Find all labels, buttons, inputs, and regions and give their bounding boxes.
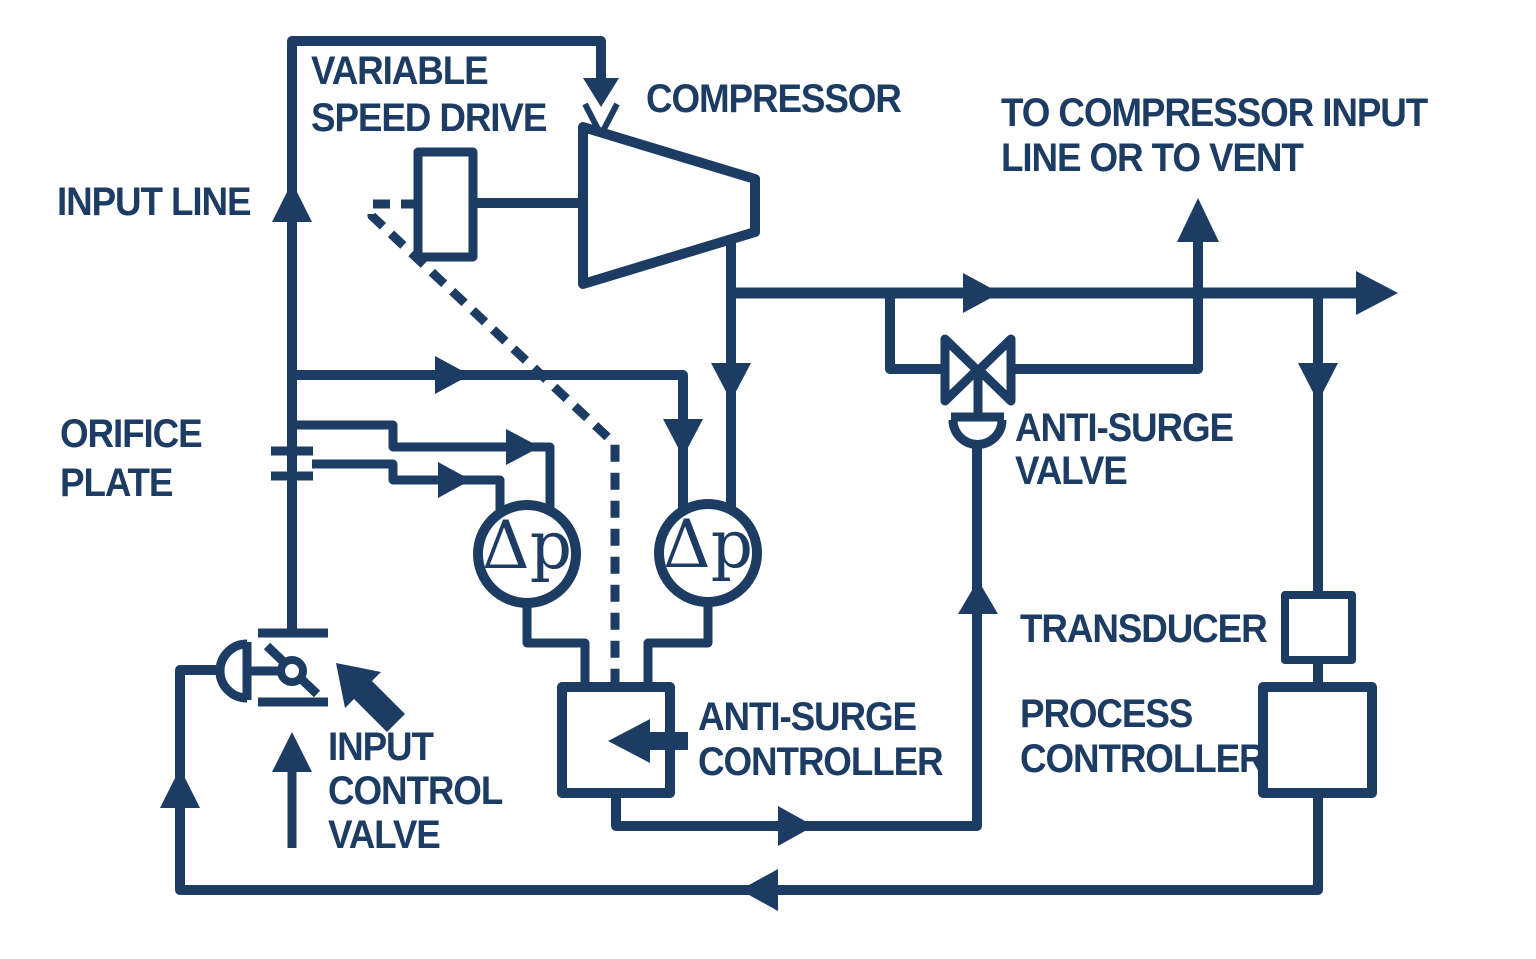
suction-tap-down-arrow xyxy=(663,419,703,457)
discharge-destination-line1: TO COMPRESSOR INPUT xyxy=(1001,91,1428,135)
process-controller-line2: CONTROLLER xyxy=(1020,737,1266,781)
controller-output-right-arrow xyxy=(778,806,814,846)
anti-surge-valve-left-triangle xyxy=(940,334,982,406)
dp-left-output-line xyxy=(522,598,590,692)
recycle-branch-line xyxy=(885,293,945,374)
dp-transmitter-right-label: Δp xyxy=(663,506,753,583)
compressor-symbol xyxy=(578,122,760,289)
recycle-return-line xyxy=(1011,240,1203,374)
valve-pointer-arrow xyxy=(336,663,405,732)
speed-signal-dashed-line xyxy=(367,199,620,687)
vsd-label-line2: SPEED DRIVE xyxy=(311,96,547,140)
anti-surge-valve-line1: ANTI-SURGE xyxy=(1015,406,1234,450)
inlet-flow-up-arrow xyxy=(272,732,312,772)
orifice-upper-tap-line xyxy=(292,420,555,513)
dp-transmitter-left-label: Δp xyxy=(482,507,572,584)
controller-input-thick-arrow xyxy=(608,719,688,763)
transducer-label: TRANSDUCER xyxy=(1020,607,1268,651)
orifice-upper-tap-arrow xyxy=(506,429,540,465)
anti-surge-controller-line1: ANTI-SURGE xyxy=(698,695,917,739)
discharge-end-arrow xyxy=(1356,271,1398,315)
suction-tap-line xyxy=(292,370,688,512)
anti-surge-valve-line2: VALVE xyxy=(1015,449,1128,493)
anti-surge-controller-line2: CONTROLLER xyxy=(698,740,944,784)
process-controller-box xyxy=(1258,682,1377,798)
anti-surge-valve-right-triangle xyxy=(974,334,1016,406)
dp-transmitter-right-circle xyxy=(654,499,762,607)
transducer-box xyxy=(1281,591,1356,664)
orifice-plate-line1: ORIFICE xyxy=(60,412,203,456)
process-controller-line1: PROCESS xyxy=(1020,692,1193,736)
input-valve-seats xyxy=(258,628,328,707)
suction-tap-arrow xyxy=(435,356,470,394)
orifice-lower-tap-arrow xyxy=(438,462,471,498)
discharge-destination-line2: LINE OR TO VENT xyxy=(1001,136,1304,180)
input-line-label: INPUT LINE xyxy=(57,180,252,224)
input-flow-up-arrow xyxy=(272,182,312,222)
feedback-left-arrow xyxy=(740,869,778,911)
input-line-pipe xyxy=(287,36,606,636)
orifice-lower-tap-line xyxy=(312,459,505,513)
vent-up-arrow xyxy=(1177,198,1219,242)
feedback-up-arrow xyxy=(160,768,200,808)
input-valve-pivot xyxy=(277,656,307,686)
vsd-box xyxy=(413,147,478,262)
input-control-valve-line3: VALVE xyxy=(328,813,441,857)
input-valve-actuator xyxy=(215,639,252,703)
discharge-mid-arrow xyxy=(963,273,1000,313)
dp-right-output-line xyxy=(643,597,713,692)
orifice-plate-label: ORIFICE PLATE xyxy=(60,410,203,508)
input-control-valve-line2: CONTROL xyxy=(328,769,503,813)
compressor-label: COMPRESSOR xyxy=(646,77,902,121)
input-control-valve-line1: INPUT xyxy=(328,725,434,769)
dp-transmitter-left-circle xyxy=(473,500,581,608)
discharge-tap-down-arrow xyxy=(711,363,751,401)
anti-surge-valve-actuator xyxy=(948,412,1007,449)
controller-output-up-arrow xyxy=(958,580,998,614)
orifice-plate-line2: PLATE xyxy=(60,461,173,505)
compressor-inlet-arrow xyxy=(583,78,619,107)
orifice-plate-symbol xyxy=(271,446,313,481)
process-tap-down-arrow xyxy=(1298,363,1338,402)
vsd-label-line1: VARIABLE xyxy=(311,49,489,93)
